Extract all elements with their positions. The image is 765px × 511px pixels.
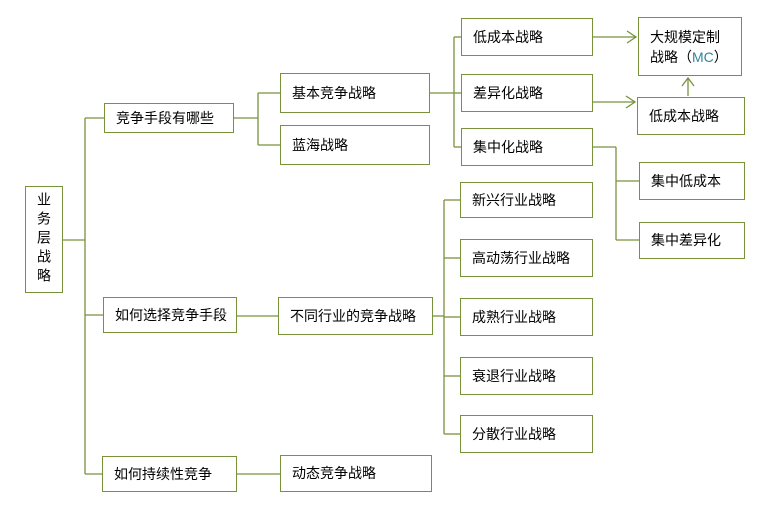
node-label: 蓝海战略 (292, 136, 348, 153)
node-branch-sustain[interactable]: 如何持续性竞争 (102, 456, 237, 492)
mc-line2-post: ） (713, 49, 728, 65)
node-low-cost-right[interactable]: 低成本战略 (637, 97, 745, 135)
node-label: 低成本战略 (649, 107, 719, 124)
node-label: 高动荡行业战略 (472, 249, 570, 266)
node-focus-differentiation[interactable]: 集中差异化 (639, 222, 745, 259)
node-root-label: 业务层战略 (36, 192, 52, 287)
arrow-lowcost-to-mc (593, 30, 638, 44)
node-branch-methods[interactable]: 竞争手段有哪些 (104, 103, 234, 133)
node-label: 如何持续性竞争 (114, 465, 212, 482)
node-focus-low-cost[interactable]: 集中低成本 (639, 162, 745, 200)
node-focus[interactable]: 集中化战略 (461, 128, 593, 166)
node-label: 成熟行业战略 (472, 308, 556, 325)
node-label: 集中化战略 (473, 138, 543, 155)
node-label: 集中低成本 (651, 172, 721, 189)
node-dynamic-competition[interactable]: 动态竞争战略 (280, 455, 432, 492)
node-branch-choose[interactable]: 如何选择竞争手段 (103, 297, 237, 333)
node-label: 不同行业的竞争战略 (290, 307, 416, 324)
arrow-lowcostright-to-mc (681, 76, 695, 96)
node-label: 新兴行业战略 (472, 191, 556, 208)
node-label: 集中差异化 (651, 232, 721, 249)
node-label: 衰退行业战略 (472, 367, 556, 384)
node-declining-industry[interactable]: 衰退行业战略 (460, 357, 593, 395)
node-differentiation[interactable]: 差异化战略 (461, 74, 593, 112)
node-label: 动态竞争战略 (292, 465, 376, 482)
node-basic-competition[interactable]: 基本竞争战略 (280, 73, 430, 113)
node-label: 低成本战略 (473, 28, 543, 45)
mc-accent-text: MC (692, 49, 714, 65)
node-mature-industry[interactable]: 成熟行业战略 (460, 298, 593, 336)
node-label: 基本竞争战略 (292, 84, 376, 101)
node-label: 分散行业战略 (472, 425, 556, 442)
node-label: 差异化战略 (473, 84, 543, 101)
node-turbulent-industry[interactable]: 高动荡行业战略 (460, 239, 593, 277)
node-mass-customization[interactable]: 大规模定制战略（MC） (638, 17, 742, 76)
node-label: 如何选择竞争手段 (115, 306, 227, 323)
node-low-cost[interactable]: 低成本战略 (461, 18, 593, 56)
node-industry-strategies[interactable]: 不同行业的竞争战略 (278, 297, 433, 335)
mc-line2: 战略（MC） (650, 49, 728, 65)
mc-line2-pre: 战略（ (650, 49, 692, 65)
arrow-differentiation-to-lowcostright (593, 95, 637, 109)
node-root[interactable]: 业务层战略 (25, 186, 63, 293)
node-label: 大规模定制战略（MC） (650, 18, 728, 67)
node-blue-ocean[interactable]: 蓝海战略 (280, 125, 430, 165)
node-emerging-industry[interactable]: 新兴行业战略 (460, 182, 593, 218)
node-label: 竞争手段有哪些 (116, 109, 214, 126)
node-fragmented-industry[interactable]: 分散行业战略 (460, 415, 593, 453)
mc-line1: 大规模定制 (650, 29, 720, 45)
